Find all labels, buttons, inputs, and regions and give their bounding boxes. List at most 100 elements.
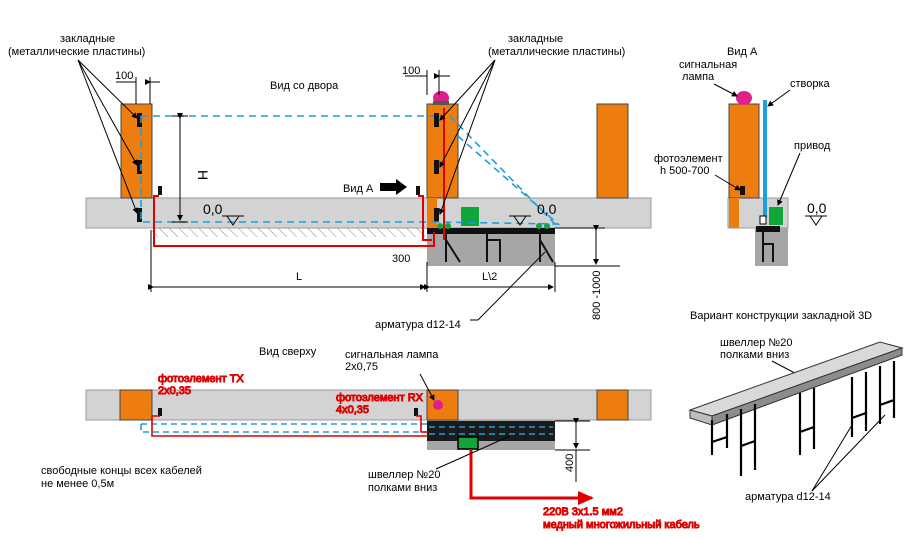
photocell-label-2: h 500-700 [660,165,710,177]
channel-track [427,228,555,234]
variant-3d: Вариант конструкции закладной 3D швеллер… [688,310,904,503]
photocell-side [740,186,745,195]
dim-100-right-label: 100 [402,65,420,77]
front-view: 0,0 0,0 H 100 100 [8,33,652,331]
drive-label: привод [794,140,831,152]
plate-left-1 [137,113,142,127]
photocell-tx-front [158,186,162,195]
pillar-right [596,103,629,199]
photo-tx-label-2: 2x0,35 [158,385,191,397]
view-a: Вид А 0,0 сигнальная лампа створка фотоэ… [654,46,831,266]
channel-top-label-1: швеллер №20 [368,469,440,481]
rebar-legs-side [762,232,774,262]
dimension-H [172,113,188,223]
dimension-L [148,230,556,292]
dim-400-label: 400 [564,454,576,472]
dimension-100-right [405,70,450,95]
pillar-left [120,103,153,199]
dim-100-left-label: 100 [115,70,133,82]
pillar-side-lower [729,198,739,228]
embedded-right-label-1: закладные [508,33,563,45]
dimension-800-1000 [555,225,620,267]
wheel-2 [445,223,451,229]
drive-front-icon [461,207,479,226]
view-from-yard-title: Вид со двора [270,80,339,92]
embedded-right-label-2: (металлические пластины) [488,46,625,58]
view-a-title: Вид А [727,46,758,58]
concrete-base-front [85,197,652,229]
dimension-400 [555,418,590,482]
plate-left-2 [137,160,142,174]
power-label-2: медный многожильный кабель [543,519,700,531]
dim-800-1000-label: 800 -1000 [591,270,603,320]
photocell-tx-top [158,408,162,416]
rebar-3d-leaders [811,414,886,492]
wheel-side [759,215,767,225]
top-view: Вид сверху [41,346,700,532]
concrete-base-top [85,389,652,421]
power-cable-arrow [469,449,594,505]
zero-right-label: 0,0 [537,201,557,217]
free-ends-label-1: свободные концы всех кабелей [41,465,202,477]
plate-right-3 [434,208,439,222]
embedded-left-label-1: закладные [60,33,115,45]
pillar-middle-lower [427,198,437,228]
channel-top [427,421,555,441]
plate-right-2 [434,160,439,174]
dimension-100-left [116,77,160,104]
drive-top-icon [457,436,479,450]
rebar-legs-3d [710,361,896,476]
view-top-title: Вид сверху [259,346,317,358]
plate-left-3 [137,208,142,222]
embedded-left-leaders [77,59,139,214]
lamp-top-label-1: сигнальная лампа [345,349,439,361]
pillar-middle [426,103,459,199]
power-label-1: 220В 3x1.5 мм2 [543,506,623,518]
photocell-rx-top [414,408,418,416]
sash-label: створка [790,78,831,90]
blue-cables-top [140,423,427,433]
photo-rx-label-2: 4x0,35 [336,404,369,416]
signal-lamp-base [433,101,449,105]
free-ends-label-2: не менее 0,5м [41,478,114,490]
channel-3d-label-1: швеллер №20 [720,337,792,349]
rebar-main-label: арматура d12-14 [375,319,461,331]
pillar-top-right [596,389,629,421]
rebar-3d-label: арматура d12-14 [745,491,831,503]
channel-3d-label-2: полками вниз [720,349,789,361]
plate-right-1 [434,113,439,127]
drive-side-icon [769,207,783,225]
foundation-side [755,228,788,266]
photo-rx-label-1: фотоэлемент RX [336,392,424,404]
signal-lamp-label-2: лампа [682,71,715,83]
view-a-arrow-icon [380,179,407,195]
dim-300-label: 300 [392,253,410,265]
embedded-right-leaders [438,59,496,215]
wheel-1 [437,223,443,229]
zero-side-label: 0,0 [807,200,827,216]
channel-side [756,226,780,232]
ground-hatch [152,228,427,237]
pillar-side [728,103,760,199]
blue-cables-front [140,115,561,225]
red-cables-top [151,415,428,437]
L-half-label: L\2 [482,271,497,283]
H-label: H [195,170,211,180]
zero-marker-side [809,215,823,226]
photocell-rx-front [416,186,420,195]
channel-top-label-2: полками вниз [368,482,437,494]
photo-tx-label-1: фотоэлемент TX [158,373,244,385]
pillar-top-left [119,389,153,421]
zero-left-label: 0,0 [203,201,223,217]
signal-lamp-top-icon [433,400,443,410]
embedded-left-label-2: (металлические пластины) [8,46,145,58]
L-label: L [296,271,302,283]
lamp-top-label-2: 2x0,75 [345,361,378,373]
red-cables-front [153,108,445,247]
signal-lamp-label-1: сигнальная [679,59,737,71]
variant-3d-title: Вариант конструкции закладной 3D [690,310,872,322]
signal-lamp-side-icon [736,91,752,105]
sash-bar [763,100,767,218]
